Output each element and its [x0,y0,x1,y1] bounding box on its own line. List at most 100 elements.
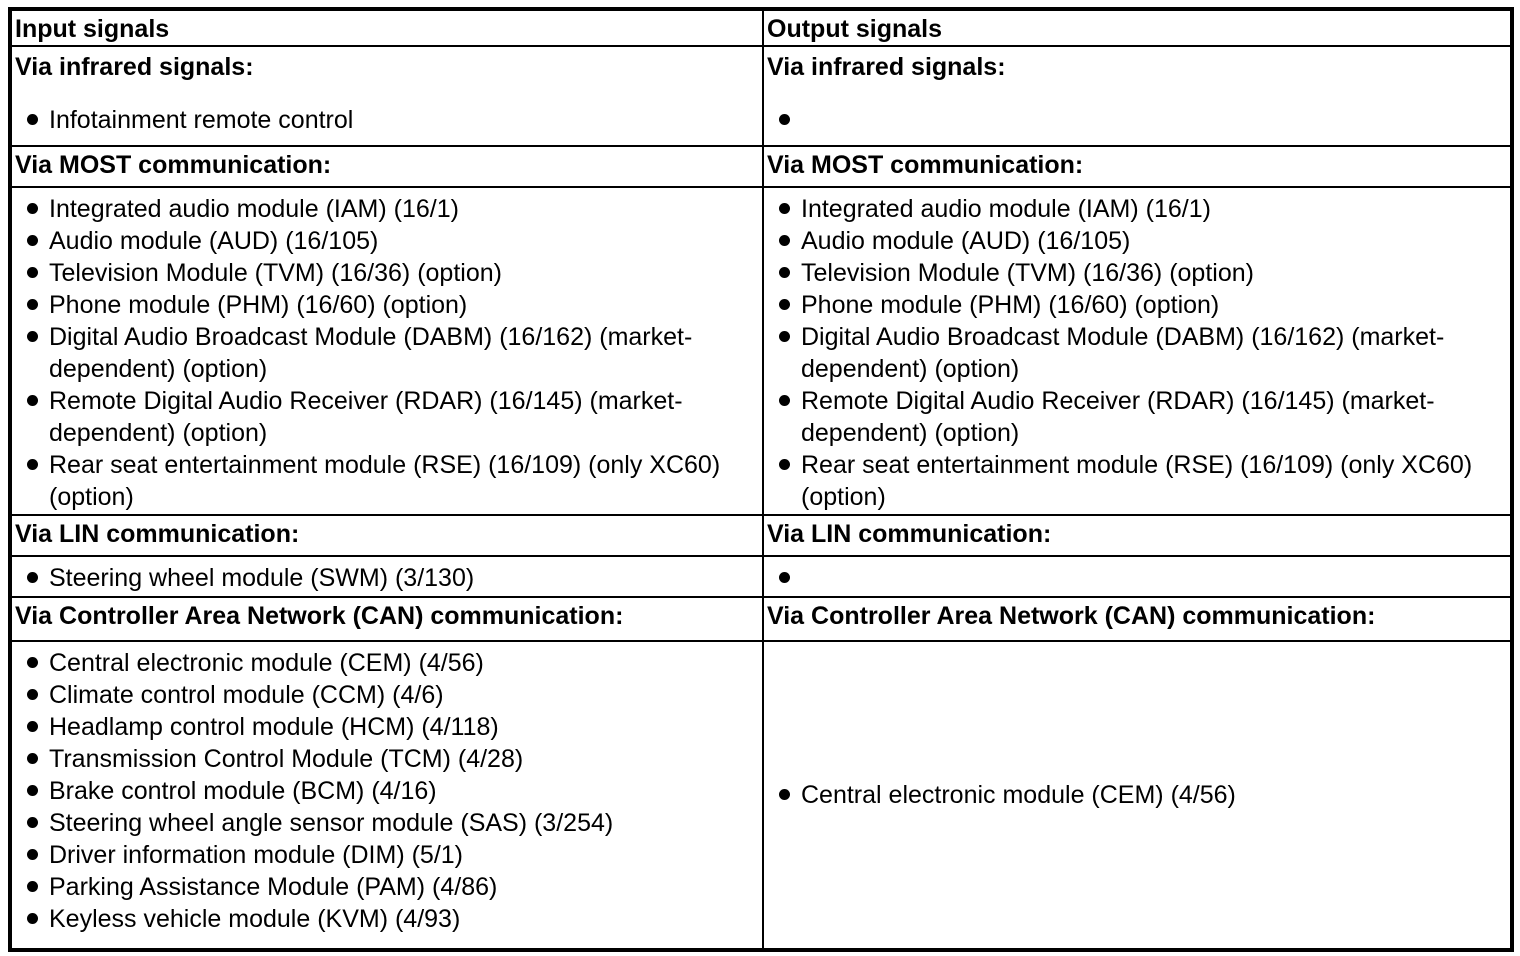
signal-item: Steering wheel angle sensor module (SAS)… [12,807,754,839]
signal-item: Remote Digital Audio Receiver (RDAR) (16… [764,385,1502,449]
input-signals-header: Input signals [12,11,764,47]
signal-item: Television Module (TVM) (16/36) (option) [764,257,1502,289]
bullet-icon [27,235,38,246]
signal-item: Central electronic module (CEM) (4/56) [12,647,754,679]
signal-item: Television Module (TVM) (16/36) (option) [12,257,754,289]
bullet-icon [779,267,790,278]
bullet-icon [779,459,790,470]
signal-item-label: Rear seat entertainment module (RSE) (16… [801,451,1473,511]
input-lin-cell: Steering wheel module (SWM) (3/130) [12,557,764,598]
output-lin-heading: Via LIN communication: [764,516,1510,557]
bullet-icon [27,881,38,892]
bullet-icon [27,572,38,583]
bullet-icon [779,114,790,125]
bullet-icon [27,395,38,406]
signal-item: Phone module (PHM) (16/60) (option) [764,289,1502,321]
output-signals-header: Output signals [764,11,1510,47]
signal-item: Parking Assistance Module (PAM) (4/86) [12,871,754,903]
bullet-icon [27,299,38,310]
output-lin-cell [764,557,1510,598]
signal-item: Brake control module (BCM) (4/16) [12,775,754,807]
signal-item-label: Climate control module (CCM) (4/6) [49,681,444,709]
signal-item: Steering wheel module (SWM) (3/130) [12,562,754,594]
bullet-icon [27,849,38,860]
bullet-icon [779,572,790,583]
signal-item-label: Remote Digital Audio Receiver (RDAR) (16… [49,387,683,447]
bullet-icon [27,459,38,470]
output-infrared-cell: Via infrared signals: [764,47,1510,147]
signal-item: Central electronic module (CEM) (4/56) [764,779,1502,811]
bullet-icon [27,331,38,342]
signal-item: Phone module (PHM) (16/60) (option) [12,289,754,321]
input-lin-heading: Via LIN communication: [12,516,764,557]
signal-item-label: Integrated audio module (IAM) (16/1) [801,195,1211,223]
signal-item-label: Phone module (PHM) (16/60) (option) [801,291,1220,319]
bullet-icon [27,689,38,700]
signal-item: Integrated audio module (IAM) (16/1) [12,193,754,225]
signal-item-label: Steering wheel angle sensor module (SAS)… [49,809,614,837]
signal-item: Climate control module (CCM) (4/6) [12,679,754,711]
input-most-heading: Via MOST communication: [12,147,764,188]
signal-item-label: Television Module (TVM) (16/36) (option) [801,259,1254,287]
signal-item: Digital Audio Broadcast Module (DABM) (1… [12,321,754,385]
signal-item: Keyless vehicle module (KVM) (4/93) [12,903,754,935]
signals-table: Input signals Output signals Via infrare… [8,7,1514,952]
signal-item: Audio module (AUD) (16/105) [764,225,1502,257]
bullet-icon [27,657,38,668]
bullet-icon [27,721,38,732]
bullet-icon [27,267,38,278]
signal-item-label: Audio module (AUD) (16/105) [49,227,379,255]
bullet-icon [27,753,38,764]
input-most-cell: Integrated audio module (IAM) (16/1) Aud… [12,188,764,516]
signal-item-label: Driver information module (DIM) (5/1) [49,841,463,869]
signal-item: Rear seat entertainment module (RSE) (16… [12,449,754,513]
signal-item-label: Infotainment remote control [49,106,354,134]
signal-item-label: Central electronic module (CEM) (4/56) [801,781,1236,809]
signal-item: Remote Digital Audio Receiver (RDAR) (16… [12,385,754,449]
signal-item-label: Integrated audio module (IAM) (16/1) [49,195,459,223]
signal-item: Digital Audio Broadcast Module (DABM) (1… [764,321,1502,385]
signal-item-label: Audio module (AUD) (16/105) [801,227,1131,255]
signal-item-label: Phone module (PHM) (16/60) (option) [49,291,468,319]
signal-item-label: Keyless vehicle module (KVM) (4/93) [49,905,461,933]
bullet-icon [779,235,790,246]
signal-item-label: Transmission Control Module (TCM) (4/28) [49,745,524,773]
bullet-icon [27,785,38,796]
section-heading-infrared: Via infrared signals: [767,53,1006,81]
signal-item [764,562,1502,594]
bullet-icon [27,817,38,828]
signal-item-label: Steering wheel module (SWM) (3/130) [49,564,475,592]
signal-item-label: Headlamp control module (HCM) (4/118) [49,713,499,741]
signal-item: Audio module (AUD) (16/105) [12,225,754,257]
signal-item: Infotainment remote control [12,104,754,136]
signal-item-label: Brake control module (BCM) (4/16) [49,777,437,805]
output-can-cell: Central electronic module (CEM) (4/56) [764,642,1510,948]
section-heading-infrared: Via infrared signals: [15,53,254,81]
bullet-icon [27,913,38,924]
signal-item: Headlamp control module (HCM) (4/118) [12,711,754,743]
output-most-cell: Integrated audio module (IAM) (16/1) Aud… [764,188,1510,516]
signal-item: Integrated audio module (IAM) (16/1) [764,193,1502,225]
output-most-heading: Via MOST communication: [764,147,1510,188]
signal-item-label: Digital Audio Broadcast Module (DABM) (1… [801,323,1445,383]
signal-item-label: Digital Audio Broadcast Module (DABM) (1… [49,323,693,383]
input-infrared-cell: Via infrared signals: Infotainment remot… [12,47,764,147]
signal-item [764,104,1502,136]
signal-item-label: Rear seat entertainment module (RSE) (16… [49,451,721,511]
input-can-heading: Via Controller Area Network (CAN) commun… [12,598,764,642]
signal-item-label: Remote Digital Audio Receiver (RDAR) (16… [801,387,1435,447]
bullet-icon [779,331,790,342]
bullet-icon [779,789,790,800]
signal-item-label: Central electronic module (CEM) (4/56) [49,649,484,677]
bullet-icon [27,203,38,214]
signal-item: Driver information module (DIM) (5/1) [12,839,754,871]
bullet-icon [779,299,790,310]
signal-item: Rear seat entertainment module (RSE) (16… [764,449,1502,513]
input-can-cell: Central electronic module (CEM) (4/56) C… [12,642,764,948]
bullet-icon [779,395,790,406]
bullet-icon [779,203,790,214]
signal-item: Transmission Control Module (TCM) (4/28) [12,743,754,775]
output-can-heading: Via Controller Area Network (CAN) commun… [764,598,1510,642]
bullet-icon [27,114,38,125]
signal-item-label: Parking Assistance Module (PAM) (4/86) [49,873,498,901]
